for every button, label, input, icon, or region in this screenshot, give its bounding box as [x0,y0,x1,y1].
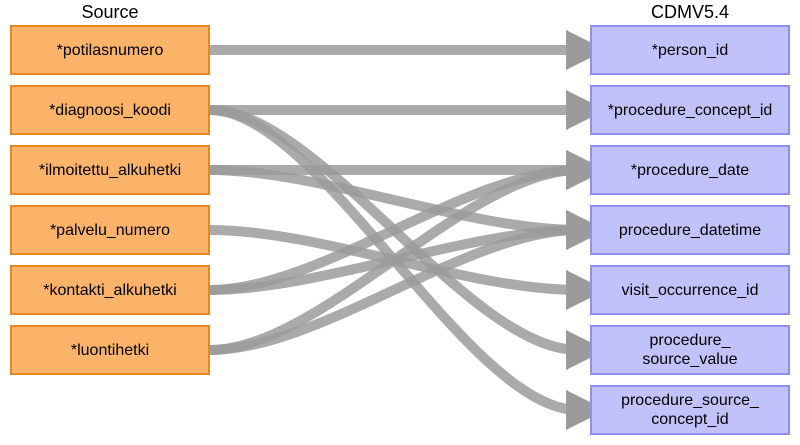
target-field-procedure-concept-id: *procedure_concept_id [590,85,790,135]
mapping-arrow-ilmoitettu-alkuhetki-to-procedure-datetime [209,165,606,250]
target-field-procedure-source-value: procedure_ source_value [590,325,790,375]
source-field-label: *palvelu_numero [49,221,171,239]
source-field-diagnoosi-koodi: *diagnoosi_koodi [10,85,210,135]
target-field-label: procedure_ source_value [642,332,738,368]
source-field-label: *ilmoitettu_alkuhetki [38,161,182,179]
target-field-label: *procedure_date [630,161,750,179]
target-field-label: *person_id [651,41,729,59]
target-field-procedure-source-concept-id: procedure_source_ concept_id [590,385,790,435]
target-field-label: procedure_source_ concept_id [621,392,759,428]
target-field-procedure-date: *procedure_date [590,145,790,195]
mapping-arrow-luontihetki-to-procedure-datetime [209,210,606,355]
target-field-label: *procedure_concept_id [607,101,773,119]
source-field-label: *kontakti_alkuhetki [43,281,177,299]
target-field-label: visit_occurrence_id [621,281,759,299]
source-field-kontakti-alkuhetki: *kontakti_alkuhetki [10,265,210,315]
source-field-label: *luontihetki [70,341,150,359]
source-field-label: *potilasnumero [56,41,164,59]
source-field-potilasnumero: *potilasnumero [10,25,210,75]
source-field-palvelu-numero: *palvelu_numero [10,205,210,255]
target-field-label: procedure_datetime [618,221,762,239]
target-field-procedure-datetime: procedure_datetime [590,205,790,255]
source-field-label: *diagnoosi_koodi [49,101,171,119]
source-field-luontihetki: *luontihetki [10,325,210,375]
source-field-ilmoitettu-alkuhetki: *ilmoitettu_alkuhetki [10,145,210,195]
source-column-title: Source [81,2,139,22]
target-field-visit-occurrence-id: visit_occurrence_id [590,265,790,315]
target-column-title: CDMV5.4 [650,2,730,22]
target-field-person-id: *person_id [590,25,790,75]
